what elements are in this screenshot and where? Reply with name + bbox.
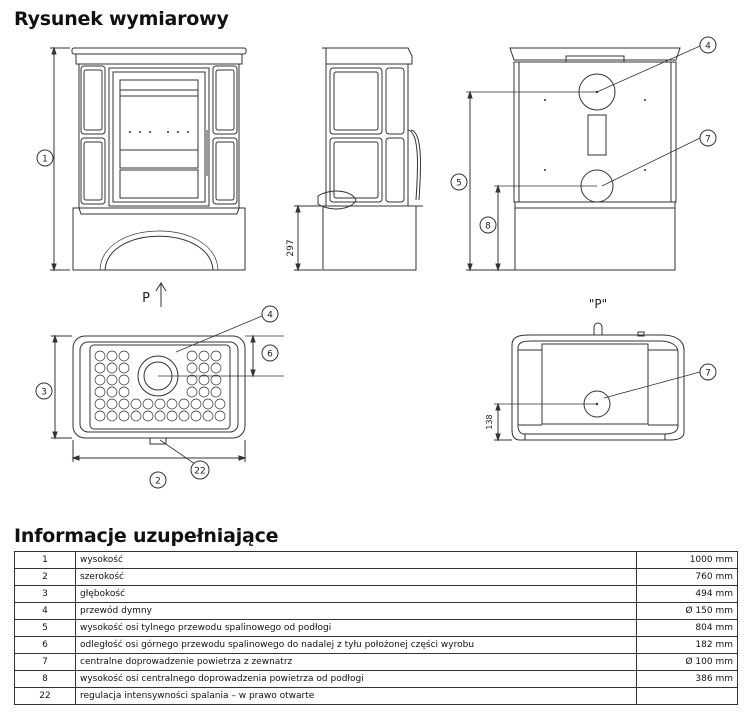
row-label: regulacja intensywności spalania – w pra… <box>75 687 637 705</box>
callout-7-view-p: 7 <box>705 369 711 379</box>
front-view <box>71 47 247 271</box>
row-number: 5 <box>14 619 76 637</box>
row-number: 3 <box>14 585 76 603</box>
row-number: 2 <box>14 568 76 586</box>
callout-4-rear: 4 <box>705 42 711 52</box>
row-value: Ø 150 mm <box>636 602 738 620</box>
callout-6: 6 <box>267 350 273 360</box>
info-title: Informacje uzupełniające <box>14 525 279 547</box>
row-number: 7 <box>14 653 76 671</box>
row-value: Ø 100 mm <box>636 653 738 671</box>
row-label: głębokość <box>75 585 637 603</box>
row-label: centralne doprowadzenie powietrza z zewn… <box>75 653 637 671</box>
row-label: wysokość <box>75 551 637 569</box>
dimension-297-label: 297 <box>286 239 296 256</box>
callout-22: 22 <box>194 467 205 477</box>
callout-7-rear: 7 <box>705 135 711 145</box>
view-p-label: "P" <box>589 297 607 311</box>
row-value: 1000 mm <box>636 551 738 569</box>
callout-1: 1 <box>42 155 48 165</box>
row-value: 182 mm <box>636 636 738 654</box>
callout-8: 8 <box>485 222 491 232</box>
callout-4-top: 4 <box>267 311 273 321</box>
row-number: 8 <box>14 670 76 688</box>
row-value: 760 mm <box>636 568 738 586</box>
row-value: 386 mm <box>636 670 738 688</box>
callout-3: 3 <box>41 388 47 398</box>
row-label: szerokość <box>75 568 637 586</box>
row-number: 4 <box>14 602 76 620</box>
row-number: 6 <box>14 636 76 654</box>
dimension-138-label: 138 <box>485 414 494 429</box>
rear-view <box>509 47 681 271</box>
callout-5: 5 <box>456 179 462 189</box>
row-label: przewód dymny <box>75 602 637 620</box>
view-arrow-label: P <box>142 291 150 306</box>
row-number: 22 <box>14 687 76 705</box>
row-value: 804 mm <box>636 619 738 637</box>
side-view <box>317 47 423 271</box>
row-value <box>636 687 738 705</box>
row-label: odległość osi górnego przewodu spalinowe… <box>75 636 637 654</box>
row-label: wysokość osi tylnego przewodu spalinoweg… <box>75 619 637 637</box>
drawing-title: Rysunek wymiarowy <box>14 8 229 30</box>
row-value: 494 mm <box>636 585 738 603</box>
row-number: 1 <box>14 551 76 569</box>
view-p <box>511 322 685 441</box>
dimension-drawing: 1 2 3 4 4 5 6 7 7 8 22 297 138 P "P" <box>35 36 717 489</box>
top-view <box>72 335 246 445</box>
row-label: wysokość osi centralnego doprowadzenia p… <box>75 670 637 688</box>
callout-2: 2 <box>155 477 161 487</box>
